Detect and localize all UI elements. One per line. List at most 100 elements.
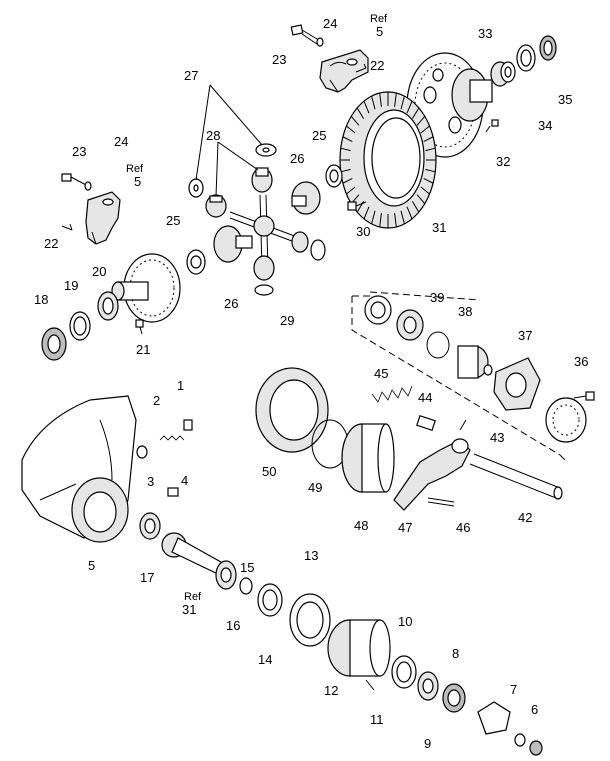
shift-housing: [545, 397, 587, 443]
cover-plate-37: [493, 357, 541, 411]
label-4: 4: [181, 473, 188, 488]
label-32: 32: [496, 154, 510, 169]
label-44: 44: [418, 390, 432, 405]
thrust-washer-25-upper: [325, 164, 343, 188]
bolt-21: [135, 319, 144, 335]
label-45: 45: [374, 366, 388, 381]
label-48: 48: [354, 518, 368, 533]
label-37: 37: [518, 328, 532, 343]
stud-2: [159, 435, 185, 441]
thrust-washer-27-top: [255, 143, 277, 157]
label-50: 50: [262, 464, 276, 479]
washer-7: [514, 733, 526, 747]
dog-clutch-50: [255, 367, 329, 453]
ref-label-pinion: Ref: [184, 591, 202, 603]
nut-3: [136, 445, 148, 459]
sleeve-44: [416, 415, 436, 431]
pin-46: [427, 497, 455, 507]
bearing-cone-20: [97, 291, 119, 321]
shim-13: [289, 593, 331, 647]
label-9: 9: [424, 736, 431, 751]
label-5-housing: 5: [88, 558, 95, 573]
label-11: 11: [370, 712, 384, 727]
label-7: 7: [510, 682, 517, 697]
label-22-top: 22: [370, 58, 384, 73]
label-19: 19: [64, 278, 78, 293]
sliding-clutch-48: [341, 423, 395, 493]
bearing-cap-upper: [319, 49, 369, 93]
spider-gear-28-left: [205, 194, 227, 218]
side-gear-26-upper: [291, 181, 321, 215]
washer-24-left: [84, 181, 92, 191]
differential-case-left: [111, 253, 181, 323]
bolt-11: [365, 679, 375, 691]
bearing-16: [215, 560, 237, 590]
label-31-ring: 31: [432, 220, 446, 235]
bearing-17: [139, 512, 161, 540]
label-8: 8: [452, 646, 459, 661]
spring-45: [371, 385, 413, 403]
label-14: 14: [258, 652, 272, 667]
spider-gear-28-top: [251, 167, 273, 193]
label-27: 27: [184, 68, 198, 83]
label-39: 39: [430, 290, 444, 305]
shift-fork-47: [393, 438, 471, 511]
label-10: 10: [398, 614, 412, 629]
spider-gear-bottom: [253, 255, 275, 296]
bolt-36: [573, 391, 595, 401]
label-43: 43: [490, 430, 504, 445]
bolt-23-left: [61, 173, 89, 187]
thrust-washer-27-left: [188, 178, 204, 198]
label-21: 21: [136, 342, 150, 357]
bearing-cup-34: [516, 44, 536, 72]
label-26-upper: 26: [290, 151, 304, 166]
label-5-left: 5: [134, 174, 141, 189]
label-5-top: 5: [376, 24, 383, 39]
bearing-cup-14: [257, 583, 283, 617]
label-47: 47: [398, 520, 412, 535]
label-49: 49: [308, 480, 322, 495]
bearing-cone-33: [490, 61, 516, 87]
adjusting-nut-18: [41, 327, 67, 361]
pin-43: [459, 419, 467, 431]
label-36: 36: [574, 354, 588, 369]
leader-lines: [195, 84, 263, 197]
label-12: 12: [324, 683, 338, 698]
label-29: 29: [280, 313, 294, 328]
spacer-15: [239, 577, 253, 595]
bolt-32: [485, 119, 499, 133]
label-20: 20: [92, 264, 106, 279]
nut-6: [529, 740, 543, 756]
bearing-cup-19: [69, 311, 91, 341]
label-23-left: 23: [72, 144, 86, 159]
axle-housing-5: [21, 395, 137, 543]
label-1: 1: [177, 378, 184, 393]
label-2: 2: [153, 393, 160, 408]
label-24-top: 24: [323, 16, 337, 31]
label-38: 38: [458, 304, 472, 319]
dashed-assembly-outline: [351, 291, 566, 461]
part-labels: 1 2 3 4 5 5 5 6 7 8 9 10 11 12 13 14 15 …: [34, 13, 588, 751]
thrust-washer-25-lower: [186, 249, 206, 275]
bearing-sleeve: [396, 309, 424, 341]
label-28: 28: [206, 128, 220, 143]
label-24-left: 24: [114, 134, 128, 149]
ref-label-top: Ref: [370, 13, 388, 25]
plug-4: [167, 487, 179, 497]
pinion-cage-12: [327, 619, 391, 677]
adjusting-nut-35: [539, 35, 557, 61]
label-30: 30: [356, 224, 370, 239]
pin-22-upper: [355, 63, 367, 73]
label-33: 33: [478, 26, 492, 41]
label-15: 15: [240, 560, 254, 575]
label-26-lower: 26: [224, 296, 238, 311]
cross-shaft-29: [229, 194, 301, 271]
label-35: 35: [558, 92, 572, 107]
bearing-cup-10: [391, 655, 417, 689]
spider-gear-right: [291, 231, 326, 261]
label-46: 46: [456, 520, 470, 535]
label-17: 17: [140, 570, 154, 585]
bolt-23-upper: [290, 24, 323, 47]
o-ring-39: [426, 331, 450, 359]
bearing-9: [417, 671, 439, 701]
